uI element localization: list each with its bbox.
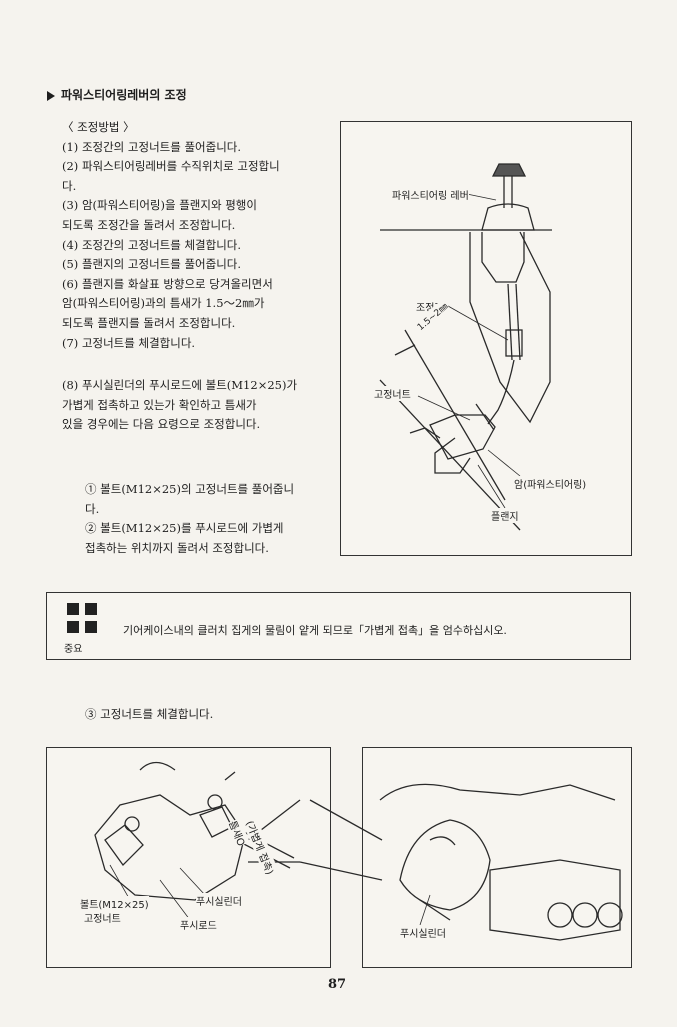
- notice-text: 기어케이스내의 클러치 집게의 물림이 얕게 되므로「가볍게 접촉」을 엄수하십…: [123, 624, 507, 637]
- cylinder-label: 푸시실린더: [196, 893, 242, 908]
- step-line: (1) 조정간의 고정너트를 풀어줍니다.: [62, 139, 242, 154]
- step-line: 다.: [62, 178, 77, 193]
- lever-label: 파워스티어링 레버: [392, 187, 469, 202]
- procedure-steps: 〈 조정방법 〉 (1) 조정간의 고정너트를 풀어줍니다. (2) 파워스티어…: [62, 118, 312, 435]
- sub-step-line: 다.: [85, 501, 100, 516]
- important-cross-icon: [67, 603, 97, 633]
- step-line: 있을 경우에는 다음 요령으로 조정합니다.: [62, 417, 261, 432]
- step-line: (2) 파워스티어링레버를 수직위치로 고정합니: [62, 159, 280, 174]
- sub-step-line: ① 볼트(M12×25)의 고정너트를 풀어줍니: [85, 482, 295, 496]
- step-line: (7) 고정너트를 체결합니다.: [62, 335, 196, 350]
- procedure-heading: 〈 조정방법 〉: [62, 120, 135, 134]
- nut-label: 고정너트: [84, 910, 121, 925]
- step-3: ③ 고정너트를 체결합니다.: [85, 707, 214, 721]
- rod-label: 푸시로드: [180, 917, 217, 932]
- photo-cylinder-label: 푸시실린더: [400, 925, 446, 940]
- step-line: (5) 플랜지의 고정너트를 풀어줍니다.: [62, 257, 242, 272]
- step-line: 되도록 조정간을 돌려서 조정합니다.: [62, 217, 236, 232]
- flange-label: 플랜지: [491, 508, 519, 523]
- step-line: 되도록 플랜지를 돌려서 조정합니다.: [62, 315, 236, 330]
- triangle-bullet-icon: [47, 90, 55, 101]
- section-title: 파워스티어링레버의 조정: [47, 86, 187, 103]
- important-notice: [46, 592, 631, 660]
- nut-label: 고정너트: [374, 386, 411, 401]
- arm-label: 암(파워스티어링): [514, 476, 587, 491]
- sub-steps: ① 볼트(M12×25)의 고정너트를 풀어줍니 다. ② 볼트(M12×25)…: [85, 480, 315, 558]
- page-number: 87: [328, 977, 347, 992]
- step-line: (8) 푸시실린더의 푸시로드에 볼트(M12×25)가: [62, 378, 298, 393]
- step-line: (6) 플랜지를 화살표 방향으로 당겨올리면서: [62, 276, 273, 291]
- notice-label: 중요: [64, 644, 83, 655]
- sub-step-line: 접촉하는 위치까지 돌려서 조정합니다.: [85, 540, 269, 555]
- sub-step-line: ② 볼트(M12×25)를 푸시로드에 가볍게: [85, 521, 284, 536]
- step-line: (4) 조정간의 고정너트를 체결합니다.: [62, 237, 242, 252]
- step-line: (3) 암(파워스티어링)을 플랜지와 평행이: [62, 198, 257, 213]
- bolt-label: 볼트(M12×25): [80, 896, 149, 911]
- step-line: 암(파워스티어링)과의 틈새가 1.5～2㎜가: [62, 296, 265, 311]
- step-line: 가볍게 접촉하고 있는가 확인하고 틈새가: [62, 397, 257, 412]
